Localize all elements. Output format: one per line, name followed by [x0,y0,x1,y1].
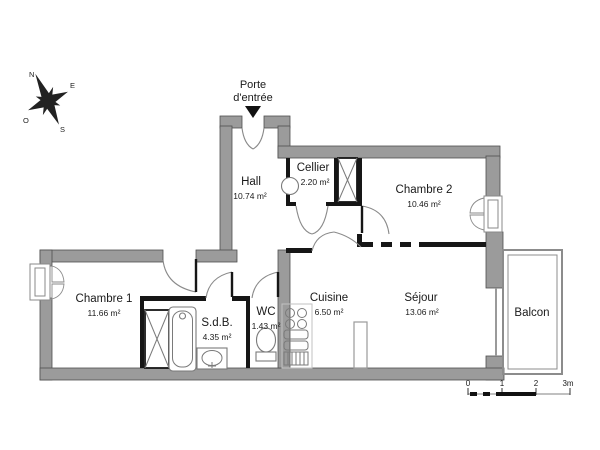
kitchen-counter [353,321,368,369]
room-label-chambre1: Chambre 1 [76,293,133,305]
door-chambre1 [162,259,198,293]
entrance-label-line2: d'entrée [233,92,272,104]
room-area-cellier: 2.20 m² [301,177,330,187]
room-label-wc: WC [256,306,275,318]
room-label-sdb: S.d.B. [201,317,232,329]
room-area-wc: 1.43 m² [252,321,281,331]
room-label-balcon: Balcon [514,307,549,319]
door-chambre2 [360,205,390,235]
room-labels: Hall 10.74 m² Cellier 2.20 m² Chambre 2 … [76,162,550,342]
room-area-chambre2: 10.46 m² [407,199,441,209]
room-area-hall: 10.74 m² [233,191,267,201]
window-chambre2 [469,195,503,233]
entrance-label-line1: Porte [240,79,266,91]
door-wc [251,271,280,299]
room-label-hall: Hall [241,176,261,188]
scale-tick-0: 0 [466,379,471,388]
door-cellier [295,205,329,235]
bathroom-sink-icon [196,347,228,370]
room-label-cuisine: Cuisine [310,292,348,304]
scale-tick-2: 2 [534,379,539,388]
kitchen-block-icon [281,303,313,369]
entrance-door [241,127,265,150]
bathtub-icon [168,306,197,372]
door-sdb [205,271,234,299]
room-label-cellier: Cellier [297,162,330,174]
wardrobe-chambre1-icon [144,309,170,369]
compass-e: E [70,81,75,90]
room-area-chambre1: 11.66 m² [88,308,121,318]
room-label-chambre2: Chambre 2 [396,184,453,196]
balcony-railing [502,249,563,375]
exterior-walls [39,115,505,381]
window-chambre1 [29,263,65,301]
compass-o: O [23,116,29,125]
room-label-sejour: Séjour [404,292,437,304]
toilet-icon [255,327,277,362]
wardrobe-cellier-icon [337,157,358,203]
compass-n: N [29,70,34,79]
scale-tick-3: 3m [562,379,573,388]
compass-rose-icon: N E S O [23,70,75,134]
door-sejour [311,231,362,252]
scale-bar: 0 1 2 3m [466,379,574,396]
room-area-cuisine: 6.50 m² [315,307,344,317]
room-area-sejour: 13.06 m² [405,307,439,317]
compass-s: S [60,125,65,134]
room-area-sdb: 4.35 m² [203,332,232,342]
entrance-arrow-icon [245,106,261,118]
scale-tick-1: 1 [500,379,505,388]
water-heater-icon [280,176,300,196]
